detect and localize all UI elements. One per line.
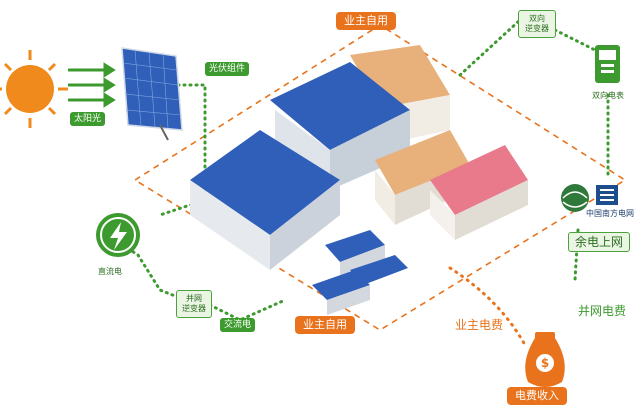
bi-meter-label: 双向电表	[592, 91, 624, 100]
surplus-to-grid-label: 余电上网	[568, 232, 631, 252]
fee-income-label: 电费收入	[507, 387, 567, 405]
money-bag-icon: $	[525, 332, 565, 387]
pv-module-label: 光伏组件	[205, 62, 250, 76]
grid-fee-label: 并网电费	[578, 304, 627, 318]
grid-logo-icon	[561, 184, 618, 212]
lightning-icon	[96, 213, 140, 257]
bi-inverter-line2: 逆变器	[525, 24, 549, 33]
dc-label: 直流电	[98, 267, 122, 276]
svg-text:$: $	[541, 356, 549, 370]
self-use-bottom-label: 业主自用	[295, 316, 355, 334]
grid-inverter-line2: 逆变器	[182, 304, 206, 313]
fee-flow-lines	[448, 266, 527, 347]
bi-inverter-line1: 双向	[529, 14, 545, 23]
meter-icon	[595, 45, 620, 83]
sunlight-arrows	[68, 62, 116, 108]
sun-icon	[0, 50, 68, 128]
self-use-top-label: 业主自用	[336, 12, 396, 30]
bi-inverter-box: 双向 逆变器	[518, 10, 556, 38]
self-use-boundary	[133, 24, 627, 331]
solar-panel-icon	[121, 47, 183, 141]
sunlight-label: 太阳光	[70, 112, 106, 126]
ac-label: 交流电	[220, 318, 256, 332]
factory-buildings-icon	[190, 45, 528, 315]
grid-inverter-box: 并网 逆变器	[176, 290, 212, 318]
grid-company-label: 中国南方电网	[586, 209, 634, 218]
grid-inverter-line1: 并网	[186, 294, 202, 303]
owner-fee-label: 业主电费	[455, 318, 504, 332]
